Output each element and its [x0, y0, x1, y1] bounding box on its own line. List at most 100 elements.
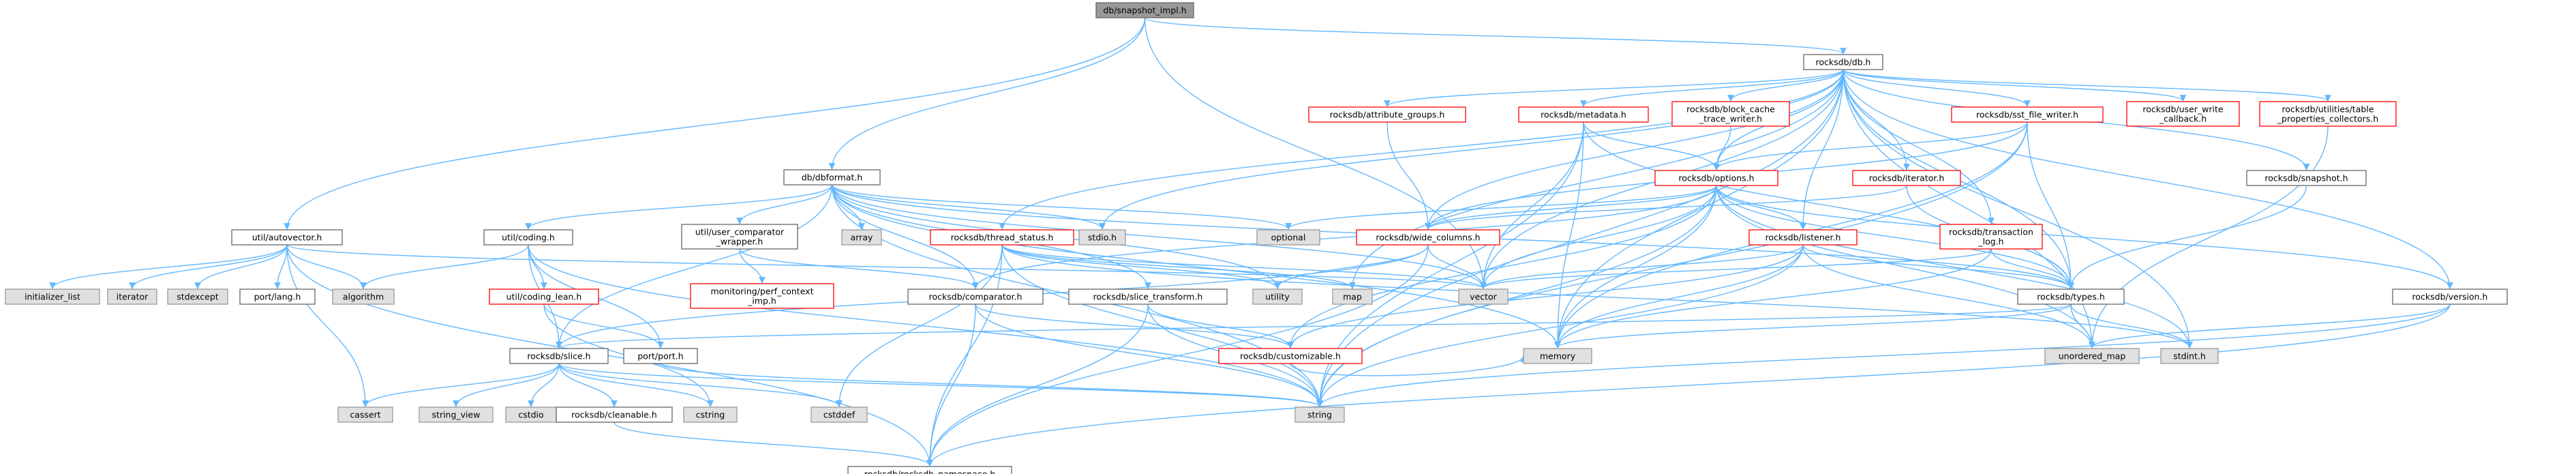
node-rocksdb-block-cache-trace-writer-h[interactable]: rocksdb/block_cache_trace_writer.h: [1671, 101, 1790, 127]
edge-listener-to-memory: [1554, 244, 1804, 349]
node-label-line: utility: [1265, 292, 1290, 302]
node-vector: vector: [1458, 288, 1509, 305]
edge-sst-file-writer-to-types: [2027, 121, 2074, 289]
node-label-line: _trace_writer.h: [1699, 114, 1762, 124]
node-label: cstdio: [518, 410, 543, 420]
node-box: [332, 288, 395, 305]
edges-layer: [49, 17, 2453, 466]
node-memory: memory: [1523, 348, 1592, 364]
node-label-line: rocksdb/types.h: [2037, 292, 2105, 302]
node-label-line: stdint.h: [2173, 351, 2206, 361]
node-cstddef: cstddef: [810, 406, 868, 423]
node-rocksdb-listener-h[interactable]: rocksdb/listener.h: [1748, 229, 1858, 246]
node-box: [623, 348, 698, 364]
edge-util-coding-to-string: [528, 244, 1323, 407]
node-label: port/lang.h: [254, 292, 301, 302]
node-port-lang-h[interactable]: port/lang.h: [239, 288, 316, 305]
node-label-line: _log.h: [1978, 237, 2003, 247]
node-rocksdb-customizable-h[interactable]: rocksdb/customizable.h: [1218, 348, 1363, 364]
edge-util-user-cmp-to-perf-context: [739, 248, 766, 284]
node-label-line: rocksdb/user_write: [2142, 104, 2223, 115]
node-rocksdb-db-h[interactable]: rocksdb/db.h: [1803, 54, 1883, 70]
node-rocksdb-options-h[interactable]: rocksdb/options.h: [1654, 170, 1778, 186]
node-util-coding-lean-h[interactable]: util/coding_lean.h: [489, 288, 599, 305]
node-label-line: array: [851, 233, 873, 243]
edge-metadata-to-options: [1583, 121, 1720, 171]
node-box: [2017, 288, 2125, 305]
node-label-line: algorithm: [343, 292, 384, 302]
node-label-line: util/autovector.h: [252, 233, 322, 243]
node-port-port-h[interactable]: port/port.h: [623, 348, 698, 364]
node-box: [419, 406, 494, 423]
node-rocksdb-version-h[interactable]: rocksdb/version.h: [2392, 288, 2508, 305]
node-box: [1332, 288, 1373, 305]
node-label-line: rocksdb/slice.h: [527, 351, 590, 361]
node-label-line: rocksdb/wide_columns.h: [1376, 233, 1480, 243]
node-rocksdb-rocksdb-namespace-h[interactable]: rocksdb/rocksdb_namespace.h: [847, 466, 1012, 474]
node-label: array: [851, 233, 873, 243]
node-box: [1294, 406, 1345, 423]
edge-thread-status-to-rocksdb-namespace: [926, 244, 1003, 466]
node-rocksdb-user-write-callback-h[interactable]: rocksdb/user_write_callback.h: [2126, 101, 2240, 127]
node-label: iterator: [117, 292, 149, 302]
edge-thread-status-to-map: [1001, 244, 1356, 289]
node-rocksdb-snapshot-h[interactable]: rocksdb/snapshot.h: [2246, 170, 2367, 186]
node-rocksdb-thread-status-h[interactable]: rocksdb/thread_status.h: [930, 229, 1074, 246]
node-label: string_view: [432, 410, 481, 420]
node-iterator: iterator: [107, 288, 157, 305]
edge-iterator-to-wide-columns: [1425, 185, 1907, 230]
node-box: [337, 406, 393, 423]
node-rocksdb-wide-columns-h[interactable]: rocksdb/wide_columns.h: [1356, 229, 1500, 246]
node-util-coding-h[interactable]: util/coding.h: [483, 229, 573, 246]
node-db-dbformat-h[interactable]: db/dbformat.h: [783, 169, 881, 186]
edge-rocksdb-db-to-iterator: [1843, 69, 1910, 171]
edge-transaction-log-to-vector: [1480, 248, 1992, 289]
node-label-line: rocksdb/listener.h: [1766, 233, 1841, 243]
node-util-autovector-h[interactable]: util/autovector.h: [231, 229, 343, 246]
node-rocksdb-cleanable-h[interactable]: rocksdb/cleanable.h: [556, 406, 673, 423]
edge-options-to-customizable: [1287, 185, 1717, 349]
edge-rocksdb-db-to-sst-file-writer: [1843, 69, 2031, 107]
node-label: rocksdb/iterator.h: [1869, 173, 1945, 183]
node-label: util/coding_lean.h: [506, 292, 582, 302]
edge-listener-to-customizable: [1287, 244, 1804, 349]
edge-slice-transform-to-customizable: [1147, 303, 1294, 349]
node-label: cassert: [350, 410, 380, 420]
node-label-line: db/dbformat.h: [802, 173, 863, 183]
node-label-line: stdexcept: [177, 292, 218, 302]
node-box: [5, 288, 100, 305]
node-monitoring-perf-context-imp-h[interactable]: monitoring/perf_context_imp.h: [690, 283, 834, 309]
node-rocksdb-types-h[interactable]: rocksdb/types.h: [2017, 288, 2125, 305]
node-label-line: rocksdb/block_cache: [1686, 104, 1775, 115]
node-label-line: rocksdb/db.h: [1816, 57, 1871, 68]
node-box: [681, 224, 798, 250]
edge-util-autovector-to-algorithm: [286, 244, 367, 289]
node-util-user-comparator-wrapper-h[interactable]: util/user_comparator_wrapper.h: [681, 224, 798, 250]
node-box: [107, 288, 157, 305]
node-cassert: cassert: [337, 406, 393, 423]
node-rocksdb-metadata-h[interactable]: rocksdb/metadata.h: [1518, 106, 1649, 123]
edge-slice-transform-to-rocksdb-namespace: [926, 303, 1149, 466]
node-box: [1852, 170, 1961, 186]
node-rocksdb-slice-h[interactable]: rocksdb/slice.h: [509, 348, 609, 364]
node-rocksdb-slice-transform-h[interactable]: rocksdb/slice_transform.h: [1068, 288, 1228, 305]
node-label: rocksdb/transaction_log.h: [1949, 227, 2033, 247]
node-label: monitoring/perf_context_imp.h: [711, 286, 814, 306]
node-rocksdb-utilities-table-properties-collectors-h[interactable]: rocksdb/utilities/table_properties_colle…: [2259, 101, 2397, 127]
node-box: [1458, 288, 1509, 305]
node-rocksdb-comparator-h[interactable]: rocksdb/comparator.h: [907, 288, 1044, 305]
node-db-snapshot-impl-h[interactable]: db/snapshot_impl.h: [1095, 2, 1194, 18]
node-rocksdb-iterator-h[interactable]: rocksdb/iterator.h: [1852, 170, 1961, 186]
node-initializer-list: initializer_list: [5, 288, 100, 305]
node-rocksdb-attribute-groups-h[interactable]: rocksdb/attribute_groups.h: [1308, 106, 1466, 123]
edge-slice-to-cleanable: [558, 363, 618, 407]
node-label: rocksdb/version.h: [2412, 292, 2488, 302]
node-label: initializer_list: [25, 292, 80, 302]
node-rocksdb-sst-file-writer-h[interactable]: rocksdb/sst_file_writer.h: [1951, 106, 2104, 123]
node-rocksdb-transaction-log-h[interactable]: rocksdb/transaction_log.h: [1939, 224, 2043, 250]
node-label: util/autovector.h: [252, 233, 322, 243]
edge-util-coding-to-algorithm: [360, 244, 529, 289]
node-label: rocksdb/thread_status.h: [951, 233, 1054, 243]
node-label: rocksdb/slice_transform.h: [1093, 292, 1203, 302]
